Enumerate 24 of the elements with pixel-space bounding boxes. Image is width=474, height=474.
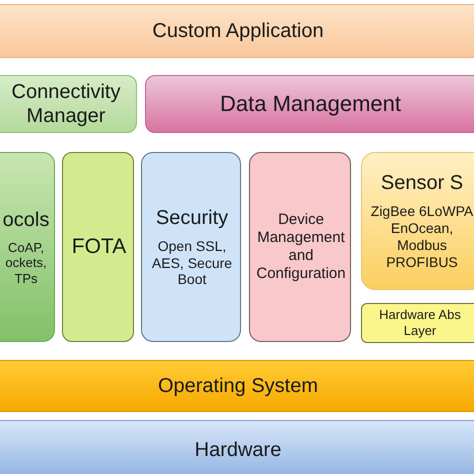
layer-band (0, 420, 474, 474)
module-box (361, 303, 474, 343)
box-title: Hardware (194, 438, 282, 462)
box-title: FOTA (72, 234, 126, 260)
module-box (361, 152, 474, 290)
box-title: Connectivity Manager (10, 80, 122, 128)
box-title: Data Management (220, 90, 401, 118)
layer-band (0, 360, 474, 412)
box-text: ZigBee 6LoWPA EnOcean, Modbus PROFIBUS (370, 203, 474, 271)
box-title: ocols (2, 208, 50, 232)
module-box (0, 75, 137, 133)
box-title: Custom Application (152, 19, 324, 43)
box-title: Security (156, 206, 228, 230)
box-title: Sensor S (380, 171, 464, 196)
box-text: Open SSL, AES, Secure Boot (150, 238, 234, 288)
box-title: Device Management and Configuration (255, 211, 347, 283)
box-text: CoAP, ockets, TPs (4, 240, 48, 286)
module-box (141, 152, 241, 342)
box-title: Operating System (158, 374, 318, 398)
layer-band (0, 4, 474, 58)
box-title: Hardware Abs Layer (378, 307, 462, 339)
module-box (145, 75, 474, 133)
module-box (249, 152, 351, 342)
module-box (62, 152, 134, 342)
